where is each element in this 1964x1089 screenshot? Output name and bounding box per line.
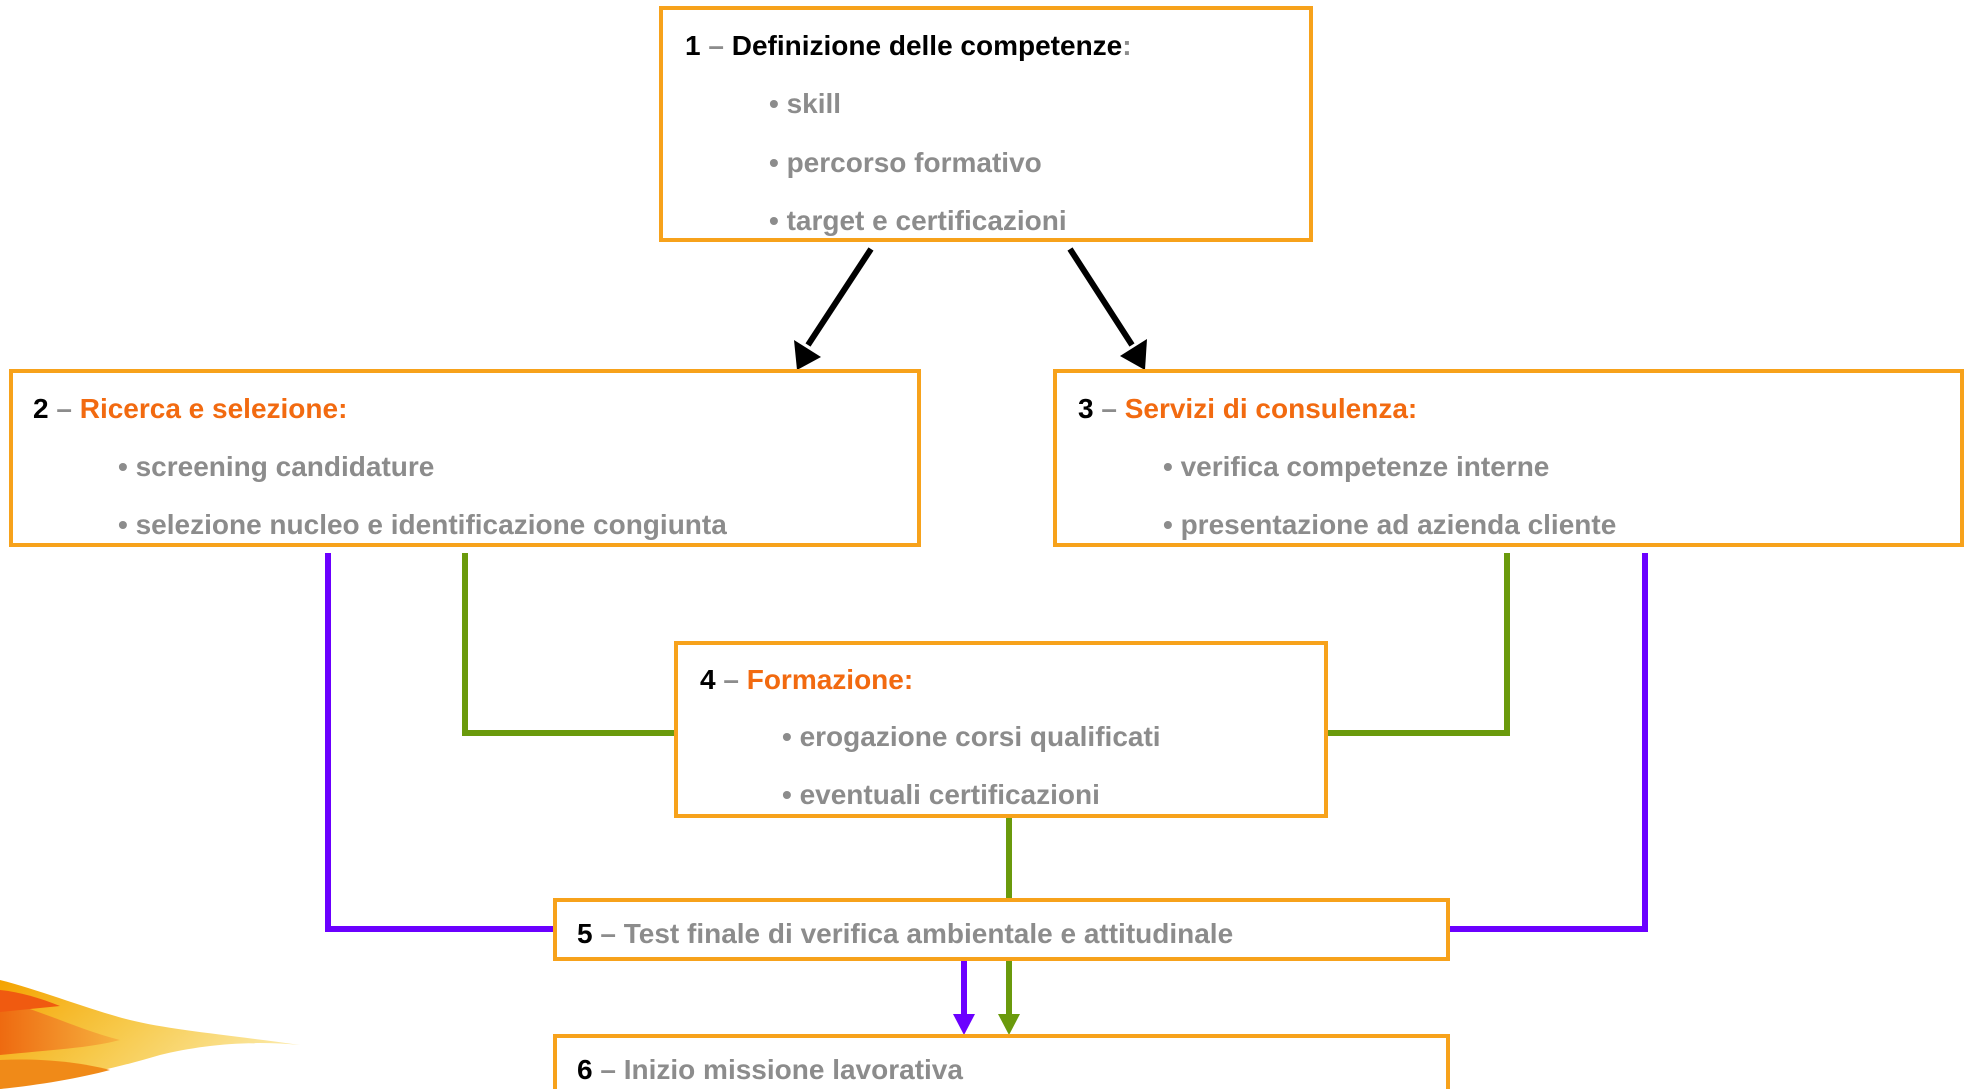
step-number: 2 — [33, 393, 49, 424]
step-colon: : — [1122, 30, 1132, 61]
list-item: • target e certificazioni — [769, 205, 1067, 236]
list-item: • skill — [769, 88, 842, 119]
list-item: • selezione nucleo e identificazione con… — [118, 509, 727, 540]
step-title: Test finale di verifica ambientale e att… — [623, 918, 1234, 949]
step-dash: – — [56, 393, 72, 424]
green-connectors — [462, 553, 1510, 1015]
step-2-heading: 2 – Ricerca e selezione: — [33, 395, 347, 423]
step-6-heading: 6 – Inizio missione lavorativa — [577, 1056, 963, 1084]
step-title: Definizione delle competenze — [731, 30, 1123, 61]
step-3-box: 3 – Servizi di consulenza: • verifica co… — [1053, 369, 1964, 547]
step-5-heading: 5 – Test finale di verifica ambientale e… — [577, 920, 1233, 948]
arrow-1-to-2 — [794, 247, 874, 370]
step-dash: – — [708, 30, 724, 61]
arrow-purple-to-6 — [953, 1014, 975, 1035]
step-number: 3 — [1078, 393, 1094, 424]
step-1-heading: 1 – Definizione delle competenze: — [685, 32, 1132, 60]
step-5-box: 5 – Test finale di verifica ambientale e… — [553, 898, 1450, 961]
arrow-1-to-3 — [1067, 247, 1147, 370]
step-title: Servizi di consulenza: — [1124, 393, 1418, 424]
purple-connectors — [325, 553, 1648, 1015]
list-item: • erogazione corsi qualificati — [782, 721, 1161, 752]
step-6-box: 6 – Inizio missione lavorativa — [553, 1034, 1450, 1089]
list-item: • verifica competenze interne — [1163, 451, 1550, 482]
step-4-heading: 4 – Formazione: — [700, 666, 913, 694]
list-item: • percorso formativo — [769, 147, 1042, 178]
step-title: Inizio missione lavorativa — [623, 1054, 963, 1085]
step-number: 5 — [577, 918, 593, 949]
list-item: • presentazione ad azienda cliente — [1163, 509, 1617, 540]
step-3-heading: 3 – Servizi di consulenza: — [1078, 395, 1417, 423]
step-dash: – — [723, 664, 739, 695]
step-number: 1 — [685, 30, 701, 61]
step-number: 6 — [577, 1054, 593, 1085]
step-dash: – — [600, 1054, 616, 1085]
step-dash: – — [1101, 393, 1117, 424]
step-dash: – — [600, 918, 616, 949]
step-2-box: 2 – Ricerca e selezione: • screening can… — [9, 369, 921, 547]
step-title: Ricerca e selezione: — [79, 393, 348, 424]
step-4-box: 4 – Formazione: • erogazione corsi quali… — [674, 641, 1328, 818]
list-item: • screening candidature — [118, 451, 435, 482]
step-title: Formazione: — [746, 664, 914, 695]
step-number: 4 — [700, 664, 716, 695]
arrow-green-to-6 — [998, 1014, 1020, 1035]
list-item: • eventuali certificazioni — [782, 779, 1100, 810]
step-1-box: 1 – Definizione delle competenze: • skil… — [659, 6, 1313, 242]
flame-logo — [0, 980, 300, 1089]
